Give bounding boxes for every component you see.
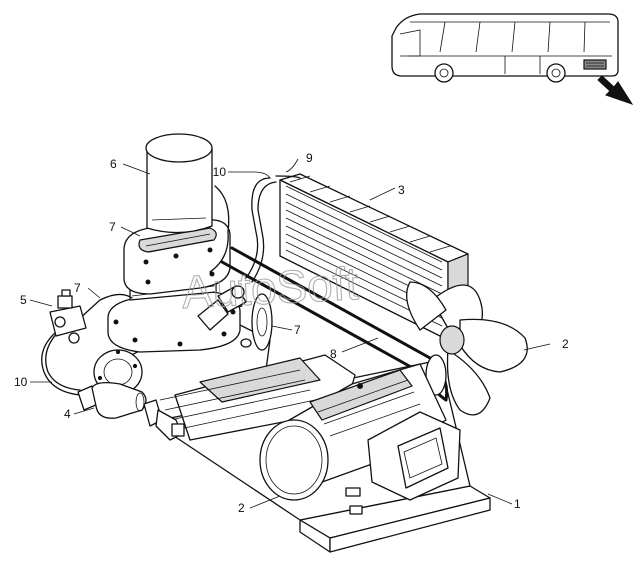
cooling-fan: [406, 281, 528, 416]
callout-7-left: 7: [74, 281, 81, 295]
callout-labels: 6 7 10 9 3 5 7 7 8 2 10 4 2 1: [14, 151, 569, 515]
cylinder-head: [123, 211, 231, 295]
callout-7-head: 7: [109, 220, 116, 234]
callout-2-motor: 2: [238, 501, 245, 515]
drive-belt: [220, 246, 449, 402]
outlet-fitting: [197, 285, 247, 331]
electric-motor: [259, 363, 461, 501]
callout-5: 5: [20, 293, 27, 307]
callout-4: 4: [64, 407, 71, 421]
callout-8: 8: [330, 347, 337, 361]
callout-1: 1: [514, 497, 521, 511]
inline-filter: [77, 382, 185, 441]
callout-7-right: 7: [294, 323, 301, 337]
watermark: AutoSoft: [181, 257, 360, 318]
arrow-pointer-icon: [597, 75, 633, 105]
callout-9: 9: [306, 151, 313, 165]
compressor-housing: [93, 293, 356, 441]
callout-3: 3: [398, 183, 405, 197]
air-filter-canister: [145, 133, 213, 234]
callout-2-fan: 2: [562, 337, 569, 351]
callout-10-left: 10: [14, 375, 28, 389]
bus-location-icon: [391, 13, 619, 83]
leader-lines: [29, 158, 551, 509]
callout-10-top: 10: [213, 165, 227, 179]
callout-6: 6: [110, 157, 117, 171]
check-valve: [49, 289, 87, 344]
